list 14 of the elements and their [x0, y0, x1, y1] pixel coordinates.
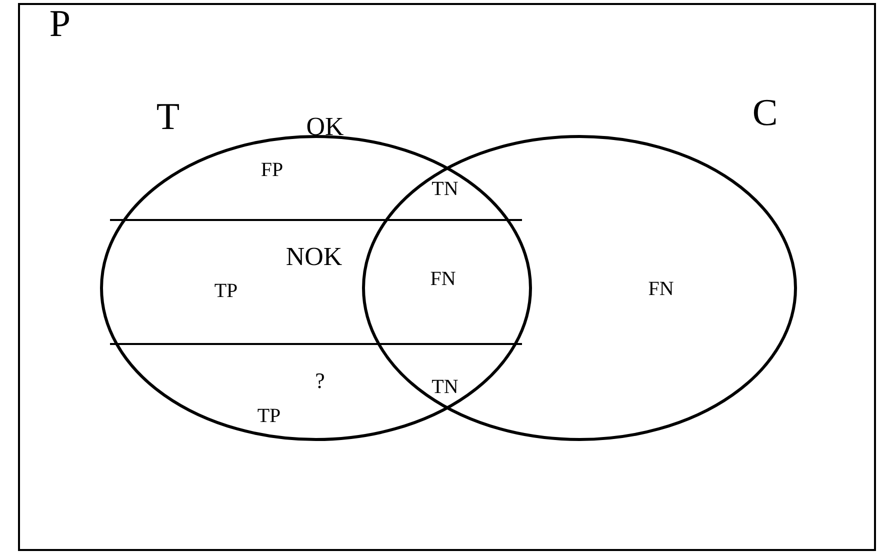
set-label: T [156, 98, 180, 136]
region-label: FN [430, 269, 456, 289]
region-label: FN [648, 279, 674, 299]
region-label: TP [257, 406, 281, 426]
region-label: TP [214, 281, 238, 301]
set-label: P [49, 5, 71, 43]
region-label: TN [432, 377, 458, 397]
region-label: OK [306, 114, 344, 140]
universe-box [18, 3, 876, 551]
region-label: ? [315, 370, 325, 392]
region-label: NOK [286, 244, 342, 270]
region-label: TN [432, 179, 458, 199]
region-label: FP [260, 160, 284, 180]
set-label: C [752, 94, 778, 132]
